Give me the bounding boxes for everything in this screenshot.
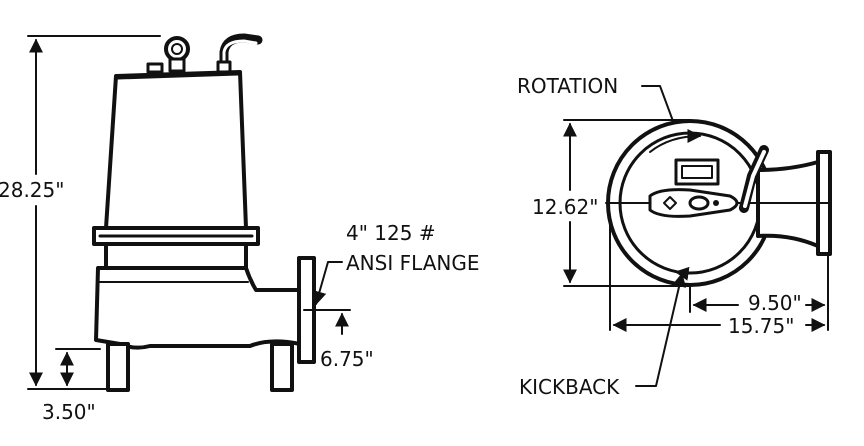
- left-foot: [106, 342, 130, 392]
- top-fitting: [146, 62, 164, 74]
- overall-width-label: 15.75": [728, 314, 794, 338]
- lifting-bar: [648, 188, 739, 218]
- flange-label-line1: 4" 125 #: [346, 221, 436, 245]
- kickback-label: KICKBACK: [519, 375, 620, 399]
- bolt-hex: [663, 196, 677, 210]
- outlet-height-label: 6.75": [320, 347, 374, 371]
- side-view: 28.25" 3.50": [0, 33, 479, 424]
- rotation-arrow: [649, 129, 702, 153]
- cable-entry: [216, 33, 263, 75]
- diameter-label: 12.62": [532, 195, 598, 219]
- motor-housing: [104, 70, 248, 230]
- kickback-arrow: [674, 261, 729, 281]
- bottom-dimension: 3.50": [42, 348, 101, 424]
- height-dimension: 28.25": [0, 35, 161, 390]
- cable-highlight: [743, 150, 766, 208]
- lifting-eye: [164, 36, 190, 73]
- flange-offset-label: 9.50": [748, 291, 802, 315]
- kickback-leader-line: [635, 272, 686, 387]
- bottom-label: 3.50": [42, 400, 96, 424]
- pump-neck: [104, 242, 248, 270]
- eye-top: [688, 195, 710, 211]
- height-label: 28.25": [0, 178, 64, 202]
- rotation-label: ROTATION: [517, 74, 618, 98]
- motor-top-line: [116, 72, 240, 80]
- pump-volute: [94, 266, 302, 350]
- right-foot: [270, 342, 294, 392]
- flange-leader-line: [312, 261, 343, 306]
- flange-label-line2: ANSI FLANGE: [346, 251, 479, 275]
- nameplate-inner: [681, 165, 713, 179]
- center-dot: [713, 200, 719, 206]
- top-view: ROTATION 12.62" KICKBACK: [517, 74, 832, 399]
